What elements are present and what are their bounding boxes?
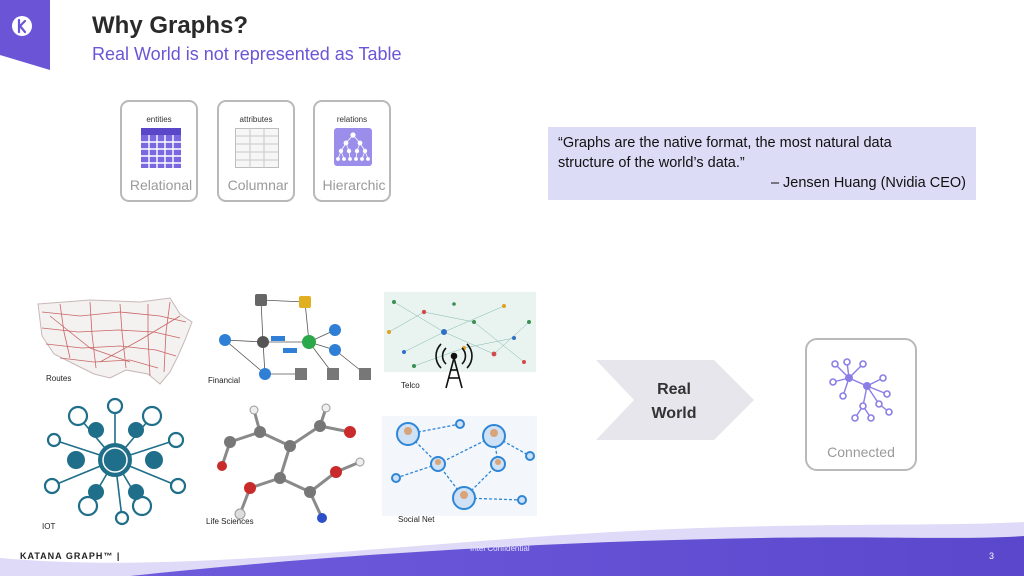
life-sciences-label: Life Sciences [206,517,254,526]
relational-label: Relational [129,177,193,193]
page-subtitle: Real World is not represented as Table [92,44,402,64]
iot-hub-image [43,397,187,526]
quote-author: – Jensen Huang (Nvidia CEO) [770,175,966,191]
real-world-line-2: World [651,405,697,422]
relational-card: entities Relational [120,100,198,202]
columnar-label: Columnar [227,177,289,193]
social-network-image [382,416,537,516]
relational-caption: entities [146,115,172,124]
confidential-note: Intel Confidential [470,544,530,553]
graph-network-icon [829,358,893,422]
columnar-card: attributes Columnar [217,100,295,202]
page-title: Why Graphs? [92,12,249,39]
real-world-text: Real World [634,378,714,426]
brand-footer: KATANA GRAPH™ | [20,551,121,561]
quote-box: “Graphs are the native format, the most … [548,127,976,200]
table-grid-icon [141,128,181,168]
real-world-line-1: Real [657,381,691,398]
social-net-label: Social Net [398,515,435,524]
connected-card: Connected [805,338,917,471]
real-world-arrow [596,360,754,440]
hierarchy-icon [334,128,372,166]
quote-line-2: structure of the world’s data.” [558,155,745,171]
molecule-image [217,403,365,523]
us-routes-map-image [37,297,193,385]
iot-label: IOT [42,522,56,531]
footer-wave [0,522,1024,576]
quote-line-1: “Graphs are the native format, the most … [558,135,892,151]
page-number: 3 [988,551,994,561]
connected-label: Connected [827,444,895,460]
financial-graph-image [219,294,371,380]
columns-icon [235,128,279,168]
hierarchic-card: relations Hierarchic [313,100,391,202]
financial-label: Financial [208,376,241,385]
columnar-caption: attributes [239,115,273,124]
telco-label: Telco [401,381,420,390]
routes-label: Routes [46,374,72,383]
hierarchic-caption: relations [336,115,368,124]
telco-network-image [384,292,536,389]
hierarchic-label: Hierarchic [322,177,386,193]
katana-logo-tab [0,0,50,70]
